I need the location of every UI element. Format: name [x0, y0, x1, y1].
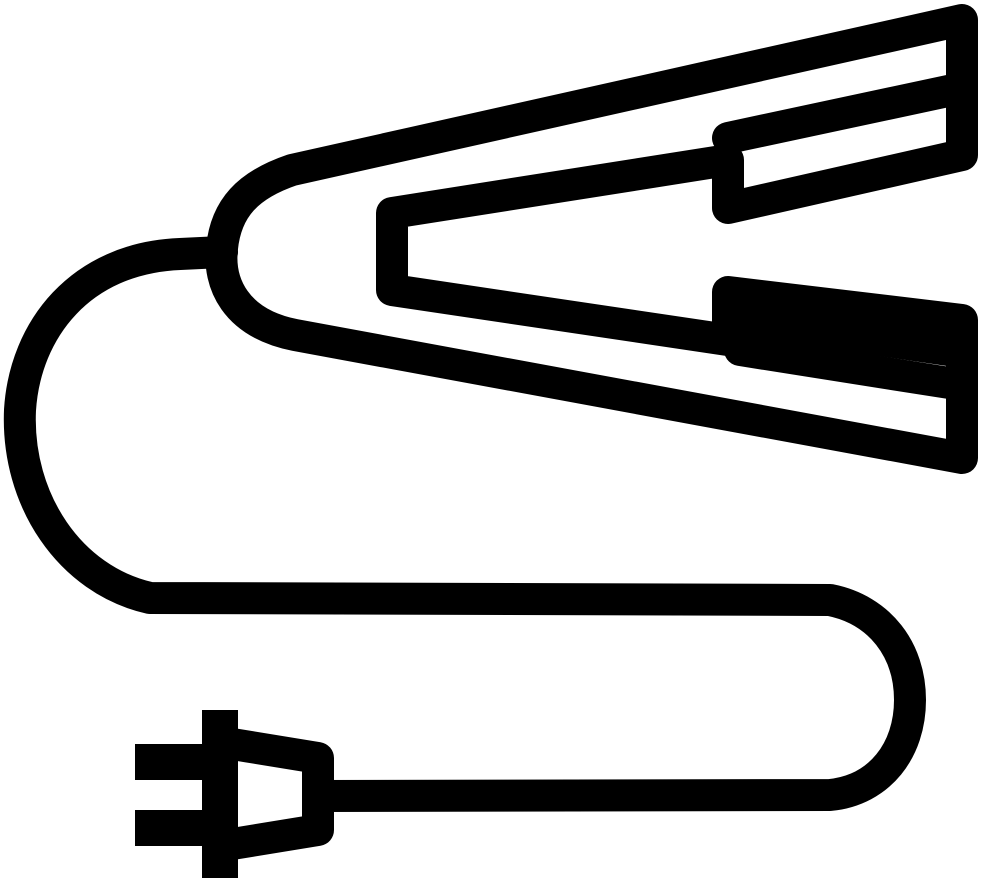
- straightener-outer-outline: [205, 4, 978, 474]
- plug: [135, 710, 334, 878]
- straightener-body: [205, 4, 978, 474]
- upper-arm-inner-line: [712, 72, 978, 154]
- power-cord: [3, 236, 926, 812]
- lower-plate-line: [724, 334, 978, 401]
- cord-path: [3, 236, 926, 812]
- lower-arm-inner-line: [712, 302, 978, 368]
